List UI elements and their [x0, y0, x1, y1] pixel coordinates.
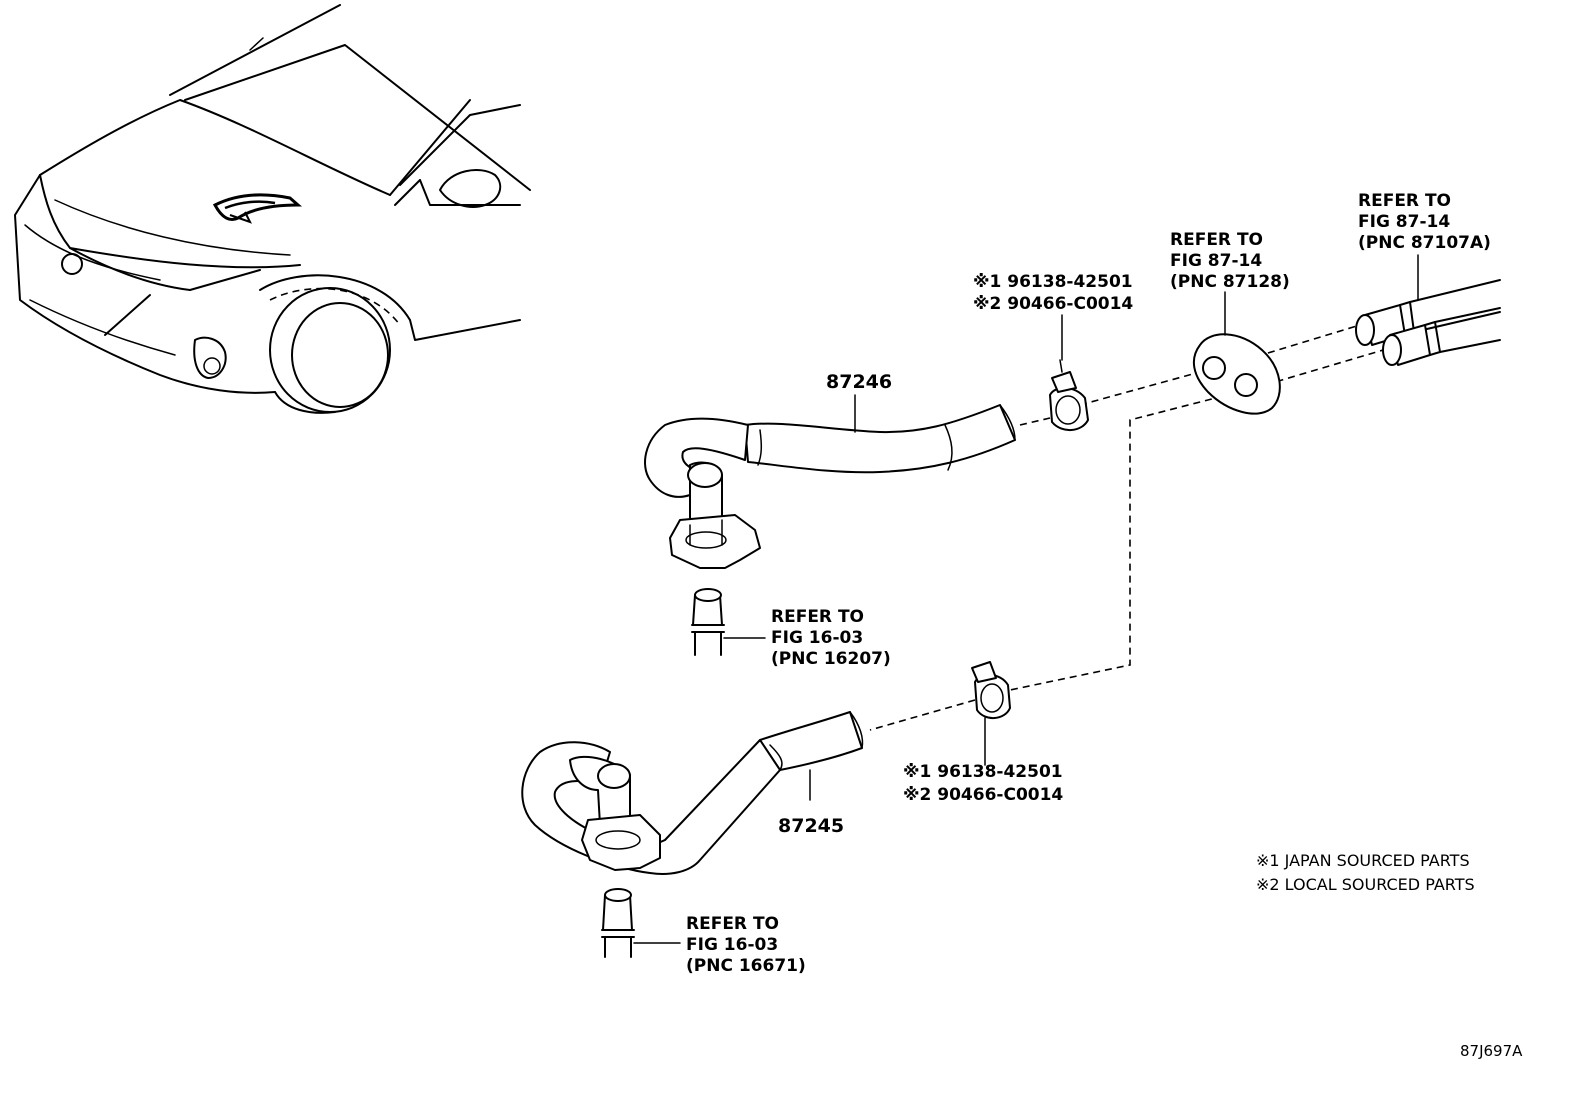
grommet-drawing [1192, 291, 1281, 415]
clamp-upper-local-part[interactable]: ※2 90466-C0014 [973, 294, 1133, 314]
pipe-16671-drawing [601, 888, 681, 958]
clamp-upper-japan-part[interactable]: ※1 96138-42501 [973, 272, 1133, 292]
note-local-sourced: ※2 LOCAL SOURCED PARTS [1256, 875, 1475, 894]
figure-id: 87J697A [1460, 1042, 1523, 1060]
ref-pipe-upper-line2[interactable]: FIG 16-03 [771, 628, 863, 648]
part-number-87245[interactable]: 87245 [778, 815, 844, 837]
ref-pipe-upper-line1: REFER TO [771, 607, 864, 627]
ref-pipe-lower-line2[interactable]: FIG 16-03 [686, 935, 778, 955]
clamp-lower-drawing [971, 661, 1011, 766]
ref-grommet-line3: (PNC 87128) [1170, 272, 1290, 292]
ref-nozzle-line3: (PNC 87107A) [1358, 233, 1491, 253]
ref-nozzle-line1: REFER TO [1358, 191, 1451, 211]
ref-pipe-lower-line1: REFER TO [686, 914, 779, 934]
nozzle-pipe-drawing [1355, 254, 1501, 366]
vehicle-overview-illustration [14, 4, 531, 414]
ref-pipe-upper-line3: (PNC 16207) [771, 649, 891, 669]
ref-grommet-line2[interactable]: FIG 87-14 [1170, 251, 1262, 271]
hose-87245-drawing [521, 711, 864, 875]
clamp-lower-japan-part[interactable]: ※1 96138-42501 [903, 762, 1063, 782]
ref-pipe-lower-line3: (PNC 16671) [686, 956, 806, 976]
part-number-87246[interactable]: 87246 [826, 371, 892, 393]
pipe-16207-drawing [691, 588, 766, 656]
ref-grommet-line1: REFER TO [1170, 230, 1263, 250]
hose-87246-drawing [644, 404, 1016, 569]
clamp-upper-drawing [1049, 359, 1089, 431]
ref-nozzle-line2[interactable]: FIG 87-14 [1358, 212, 1450, 232]
note-japan-sourced: ※1 JAPAN SOURCED PARTS [1256, 851, 1470, 870]
routing-dashed-lines [869, 324, 1391, 731]
clamp-lower-local-part[interactable]: ※2 90466-C0014 [903, 785, 1063, 805]
